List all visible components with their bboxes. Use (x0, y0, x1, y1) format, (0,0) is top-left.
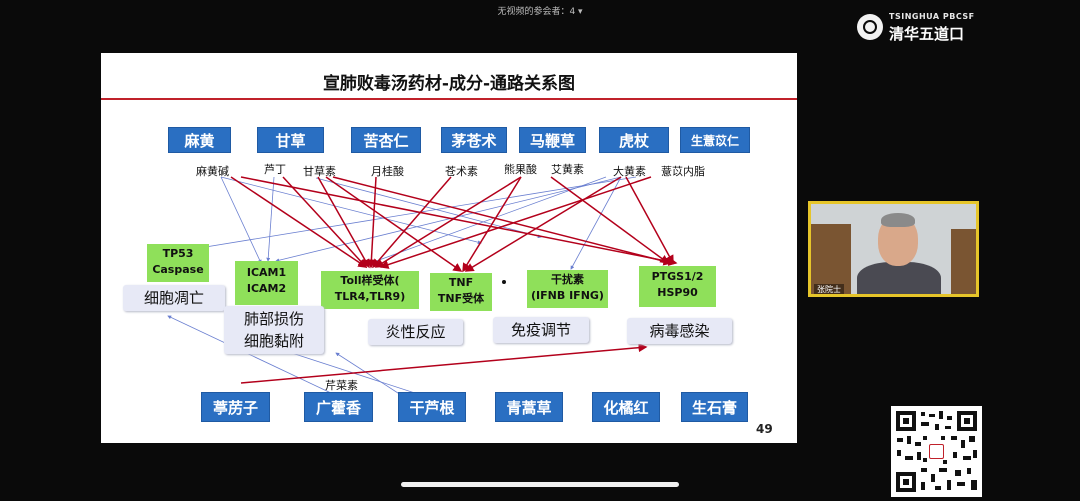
speaker-hair (881, 213, 915, 227)
arrow-red (332, 176, 673, 266)
speaker-body (857, 262, 941, 294)
arrow-blue (335, 352, 402, 396)
arrow-red (240, 343, 648, 384)
arrow-red (625, 176, 674, 265)
arrow-red (372, 176, 452, 269)
qr-center-logo-icon (929, 444, 944, 459)
ingredient-aihuangsu: 艾黄素 (551, 163, 584, 176)
arrow-red (366, 176, 377, 269)
arrow-red (230, 176, 368, 268)
herb-qinghaocao: 青蒿草 (495, 392, 563, 422)
category-inflammation: 炎性反应 (368, 319, 463, 345)
brand-english: TSINGHUA PBCSF (889, 12, 975, 21)
target-ptgs: PTGS1/2 HSP90 (639, 266, 716, 307)
ingredient-qincaisu: 芹菜素 (325, 379, 358, 392)
tsinghua-emblem-icon (857, 14, 883, 40)
ingredient-dahuangsu: 大黄素 (613, 165, 646, 178)
participant-video-tile[interactable]: 张院士 (808, 201, 979, 297)
herb-shengshigao: 生石膏 (681, 392, 748, 422)
category-viral: 病毒感染 (627, 318, 732, 344)
arrow-red (240, 176, 678, 266)
slide-title: 宣肺败毒汤药材-成分-通路关系图 (322, 74, 576, 94)
target-tnf: TNF TNF受体 (430, 273, 492, 311)
herb-gancao: 甘草 (257, 127, 324, 153)
connector-dot (502, 280, 506, 284)
herb-shengyiyiren: 生薏苡仁 (680, 127, 750, 153)
arrow-blue (220, 176, 262, 264)
target-tp53: TP53 Caspase (147, 244, 209, 282)
herb-huajuhong: 化橘红 (592, 392, 660, 422)
arrow-blue (370, 176, 607, 264)
herb-ganlugen: 干芦根 (398, 392, 466, 422)
title-divider (101, 98, 797, 100)
ingredient-gancaosu: 甘草素 (303, 165, 336, 178)
arrow-blue (570, 176, 622, 270)
ingredient-yiyineizhi: 薏苡内脂 (661, 165, 705, 178)
arrow-red (325, 176, 463, 272)
slide-page-number: 49 (756, 422, 773, 436)
home-indicator[interactable] (401, 482, 679, 487)
shared-slide: 宣肺败毒汤药材-成分-通路关系图 (101, 53, 797, 443)
arrow-red (282, 176, 368, 269)
video-feed: 张院士 (811, 204, 976, 294)
ingredient-luding: 芦丁 (264, 163, 286, 176)
arrow-red (379, 176, 652, 269)
arrow-blue (275, 176, 622, 263)
ingredient-mahuangjian: 麻黄碱 (196, 165, 229, 178)
herb-huzhang: 虎杖 (599, 127, 669, 153)
arrow-blue (315, 177, 542, 239)
arrow-red (317, 176, 370, 269)
arrow-red (462, 176, 522, 273)
arrow-blue (266, 176, 275, 262)
background-door (951, 229, 976, 294)
ingredient-xiongguosuan: 熊果酸 (504, 163, 537, 176)
background-door (811, 224, 851, 294)
category-apoptosis: 细胞凋亡 (123, 285, 225, 311)
participant-name: 张院士 (814, 284, 844, 294)
arrow-blue (180, 176, 637, 253)
brand-logo: TSINGHUA PBCSF 清华五道口 (857, 12, 977, 46)
target-toll: Toll样受体( TLR4,TLR9) (321, 271, 419, 309)
herb-kuxingren: 苦杏仁 (351, 127, 421, 153)
herb-maocangzhu: 茅苍术 (441, 127, 507, 153)
ingredient-cangzhusu: 苍术素 (445, 165, 478, 178)
brand-chinese: 清华五道口 (889, 25, 965, 43)
target-interferon: 干扰素 (IFNB IFNG) (527, 270, 608, 308)
ingredient-yueguisuan: 月桂酸 (371, 165, 404, 178)
herb-mahuang: 麻黄 (168, 127, 231, 153)
arrow-red (550, 176, 670, 264)
qr-code (891, 406, 982, 497)
arrow-blue (167, 315, 332, 394)
category-lung-injury: 肺部损伤 细胞黏附 (224, 306, 324, 354)
arrow-red (374, 176, 522, 268)
relation-arrows (167, 176, 678, 396)
target-icam: ICAM1 ICAM2 (235, 261, 298, 305)
arrow-blue (220, 176, 482, 245)
qr-code-icon (896, 411, 977, 492)
herb-mabiancao: 马鞭草 (519, 127, 586, 153)
arrow-red (464, 176, 622, 272)
herb-guanghuoxiang: 广藿香 (304, 392, 373, 422)
herb-tinglizi: 葶苈子 (201, 392, 270, 422)
participants-status[interactable]: 无视频的参会者：4 ▾ (497, 7, 583, 17)
category-immune: 免疫调节 (493, 317, 589, 343)
